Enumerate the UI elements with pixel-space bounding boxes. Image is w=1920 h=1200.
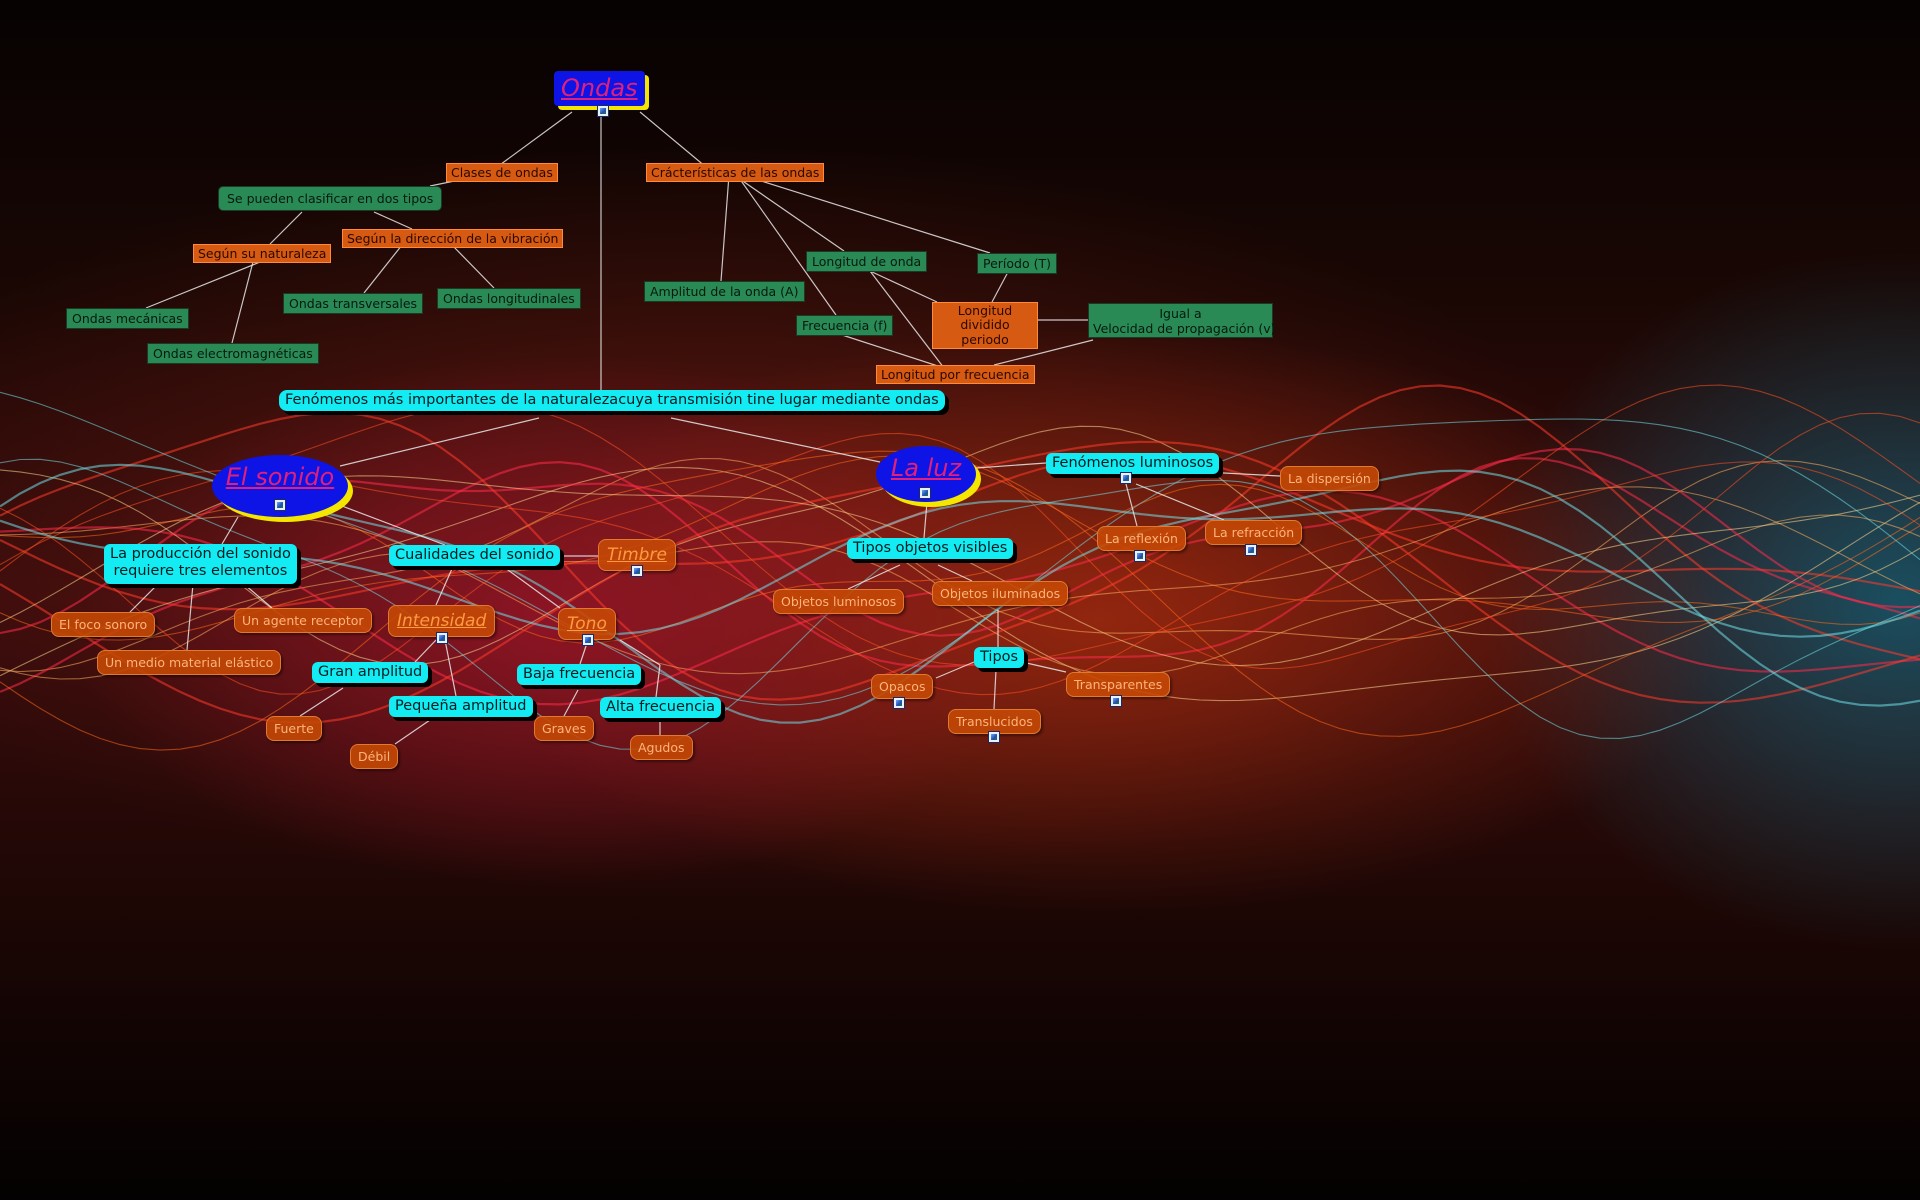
connector-line: [364, 245, 402, 293]
connector-line: [836, 333, 944, 368]
connector-line: [992, 272, 1008, 302]
node-graves[interactable]: Graves: [534, 716, 594, 741]
image-resource-icon[interactable]: [988, 731, 1000, 743]
connector-line: [244, 584, 272, 608]
node-fuerte[interactable]: Fuerte: [266, 716, 322, 741]
node-pequena-amplitud[interactable]: Pequeña amplitud: [389, 696, 533, 717]
node-fenomenos-luminosos[interactable]: Fenómenos luminosos: [1046, 453, 1219, 474]
node-longitud-de-onda[interactable]: Longitud de onda: [806, 251, 927, 272]
link-longitud-por-frecuencia[interactable]: Longitud por frecuencia: [876, 365, 1035, 384]
node-ondas-longitudinales[interactable]: Ondas longitudinales: [437, 288, 581, 309]
connector-line: [130, 584, 158, 612]
document-resource-icon[interactable]: [1245, 544, 1257, 556]
link-segun-direccion[interactable]: Según la dirección de la vibración: [342, 229, 563, 248]
node-frecuencia[interactable]: Frecuencia (f): [796, 315, 893, 336]
image-resource-icon[interactable]: [1120, 472, 1132, 484]
velocidad-label: Velocidad de propagación (v): [1093, 321, 1268, 336]
connector-line: [721, 175, 729, 281]
node-objetos-luminosos[interactable]: Objetos luminosos: [773, 589, 904, 614]
document-resource-icon[interactable]: [1134, 550, 1146, 562]
connector-line: [742, 175, 990, 253]
connector-line: [340, 418, 539, 466]
connector-line: [938, 565, 972, 581]
node-objetos-iluminados[interactable]: Objetos iluminados: [932, 581, 1068, 606]
node-velocidad[interactable]: Igual a Velocidad de propagación (v): [1088, 303, 1273, 338]
link-clases-de-ondas[interactable]: Clases de ondas: [446, 163, 558, 182]
produccion-line-2: requiere tres elementos: [110, 563, 291, 580]
connector-line: [924, 502, 927, 538]
image-resource-icon[interactable]: [919, 487, 931, 499]
node-amplitud[interactable]: Amplitud de la onda (A): [644, 281, 805, 302]
node-gran-amplitud[interactable]: Gran amplitud: [312, 662, 428, 683]
node-la-refraccion[interactable]: La refracción: [1205, 520, 1302, 545]
node-clasificar[interactable]: Se pueden clasificar en dos tipos: [218, 186, 442, 211]
link-segun-naturaleza[interactable]: Según su naturaleza: [193, 244, 331, 263]
connector-line: [452, 245, 494, 288]
igual-a-label: Igual a: [1093, 306, 1268, 321]
node-ondas-electromagneticas[interactable]: Ondas electromagnéticas: [147, 343, 319, 364]
link-longitud-dividido-periodo[interactable]: Longitud dividido periodo: [932, 302, 1038, 349]
connector-line: [671, 418, 880, 462]
connector-line: [1136, 484, 1224, 520]
connector-line: [445, 640, 456, 696]
node-alta-frecuencia[interactable]: Alta frecuencia: [600, 697, 721, 718]
node-la-reflexion[interactable]: La reflexión: [1097, 526, 1186, 551]
connector-line: [270, 212, 302, 244]
connector-line: [300, 688, 343, 716]
connector-line: [497, 112, 572, 167]
node-fenomenos[interactable]: Fenómenos más importantes de la naturale…: [279, 390, 945, 411]
connector-line: [395, 720, 430, 744]
connector-line: [146, 258, 270, 308]
connector-line: [734, 175, 844, 251]
connector-line: [436, 562, 455, 605]
node-periodo[interactable]: Período (T): [977, 253, 1057, 274]
node-baja-frecuencia[interactable]: Baja frecuencia: [517, 664, 641, 685]
image-resource-icon[interactable]: [631, 565, 643, 577]
connector-line: [848, 565, 900, 589]
image-resource-icon[interactable]: [597, 105, 609, 117]
connector-line: [342, 506, 445, 545]
connector-line: [656, 665, 660, 697]
node-opacos[interactable]: Opacos: [871, 674, 933, 699]
connector-line: [870, 271, 937, 302]
node-agudos[interactable]: Agudos: [630, 735, 693, 760]
connector-line: [936, 662, 974, 678]
node-produccion-sonido[interactable]: La producción del sonido requiere tres e…: [104, 544, 297, 584]
image-resource-icon[interactable]: [274, 499, 286, 511]
node-foco-sonoro[interactable]: El foco sonoro: [51, 612, 155, 637]
connector-line: [620, 640, 660, 665]
image-resource-icon[interactable]: [1110, 695, 1122, 707]
connector-line: [976, 463, 1046, 468]
connector-line: [415, 640, 436, 662]
connector-line: [640, 112, 706, 167]
node-ondas-transversales[interactable]: Ondas transversales: [283, 293, 423, 314]
connector-line: [222, 517, 238, 544]
node-tipos[interactable]: Tipos: [974, 647, 1024, 668]
node-cualidades[interactable]: Cualidades del sonido: [389, 545, 560, 566]
connector-line: [564, 690, 578, 716]
image-resource-icon[interactable]: [893, 697, 905, 709]
node-debil[interactable]: Débil: [350, 744, 398, 769]
produccion-line-1: La producción del sonido: [110, 546, 291, 563]
node-la-dispersion[interactable]: La dispersión: [1280, 466, 1379, 491]
connector-line: [994, 670, 996, 709]
node-tipos-objetos-visibles[interactable]: Tipos objetos visibles: [847, 538, 1013, 559]
connector-line: [1126, 484, 1137, 526]
node-ondas[interactable]: Ondas: [554, 71, 645, 106]
connector-line: [374, 212, 412, 229]
link-caracteristicas[interactable]: Crácterísticas de las ondas: [646, 163, 824, 182]
connector-line: [187, 584, 193, 650]
image-resource-icon[interactable]: [582, 634, 594, 646]
node-medio-material[interactable]: Un medio material elástico: [97, 650, 281, 675]
node-agente-receptor[interactable]: Un agente receptor: [234, 608, 372, 633]
connector-line: [497, 562, 560, 608]
connector-line: [1022, 662, 1066, 672]
node-transparentes[interactable]: Transparentes: [1066, 672, 1170, 697]
image-resource-icon[interactable]: [436, 632, 448, 644]
node-ondas-mecanicas[interactable]: Ondas mecánicas: [66, 308, 189, 329]
connector-line: [232, 258, 254, 343]
